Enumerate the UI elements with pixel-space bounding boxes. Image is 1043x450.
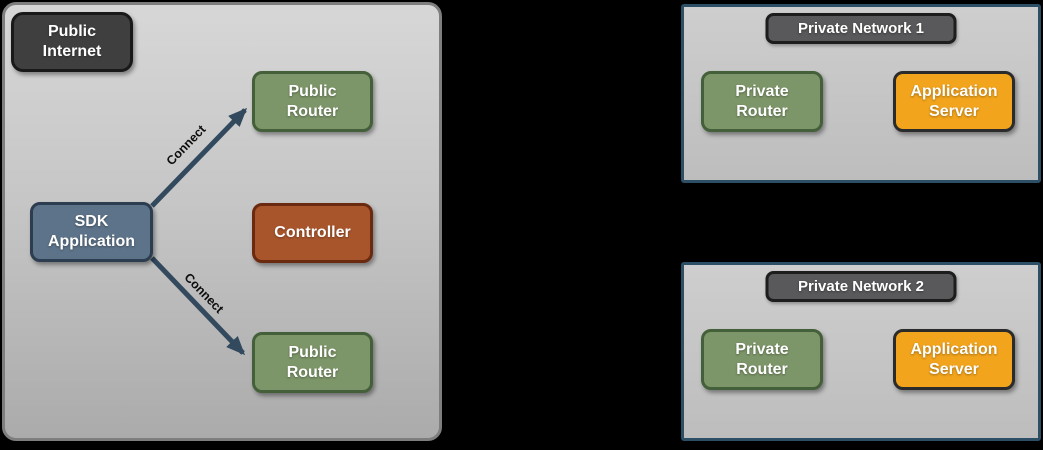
public-internet-panel: Connect Connect Public Internet Public R… [2,2,442,441]
public-internet-label: Public Internet [42,23,102,60]
application-server-2-label: Application Server [910,340,998,378]
node-application-server-1: Application Server [893,71,1015,132]
application-server-1-label: Application Server [910,82,998,120]
private-network-1-panel: Private Network 1 Private Router Applica… [681,4,1041,183]
sdk-application-label: SDK Application [47,213,136,250]
connect-arrow-bottom [150,256,246,356]
node-public-router-bottom: Public Router [252,332,373,393]
connect-label-bottom: Connect [181,270,226,316]
node-public-router-top: Public Router [252,71,373,132]
node-application-server-2: Application Server [893,329,1015,390]
connect-arrow-top [150,107,248,208]
node-private-router-1: Private Router [701,71,823,132]
connect-label-top: Connect [164,122,209,168]
private-network-1-title: Private Network 1 [765,13,957,44]
node-sdk-application: SDK Application [30,202,153,262]
controller-label: Controller [274,224,351,242]
private-network-2-title: Private Network 2 [765,271,957,302]
node-private-router-2: Private Router [701,329,823,390]
public-router-top-label: Public Router [286,82,339,120]
node-controller: Controller [252,203,373,263]
private-network-2-panel: Private Network 2 Private Router Applica… [681,262,1041,441]
private-router-1-label: Private Router [735,82,789,120]
private-router-2-label: Private Router [735,340,789,378]
public-router-bottom-label: Public Router [286,343,339,381]
public-internet-label-node: Public Internet [11,12,133,72]
